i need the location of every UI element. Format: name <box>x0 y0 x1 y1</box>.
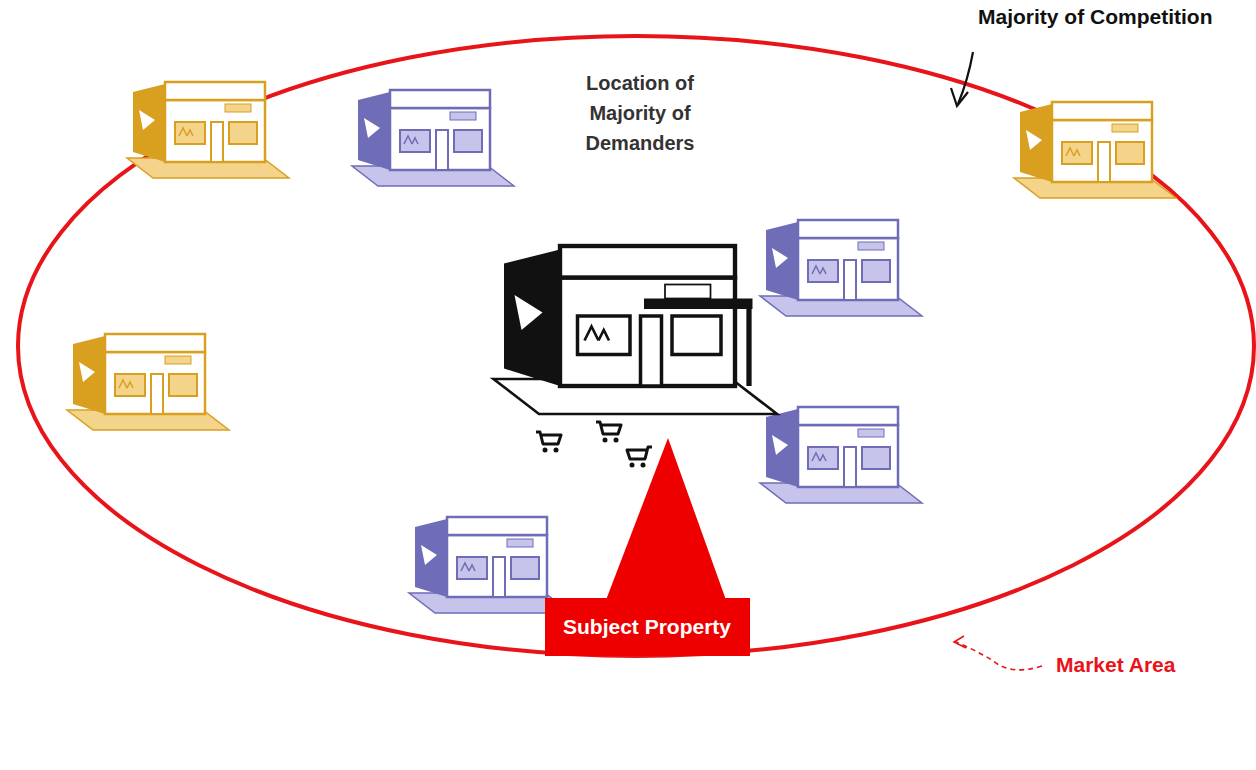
market-area-outline <box>18 36 1254 656</box>
shopping-cart-icon <box>596 422 621 443</box>
shopping-cart-icon <box>627 447 652 468</box>
competitor-store-icon <box>67 334 229 430</box>
callout-wedge <box>606 438 726 600</box>
arrowhead <box>954 636 966 648</box>
arrowhead <box>951 88 968 106</box>
market-area-label: Market Area <box>1056 650 1246 680</box>
shopping-cart-icon <box>536 432 561 453</box>
competitor-store-icon <box>760 407 922 503</box>
competitor-store-icon <box>1014 102 1176 198</box>
competitor-store-icon <box>760 220 922 316</box>
subject-store-icon <box>494 246 778 414</box>
dashed-leader <box>956 642 1042 670</box>
competition-label: Majority of Competition <box>978 2 1250 32</box>
competitor-store-icon <box>352 90 514 186</box>
callout-text: Subject Property <box>563 615 731 639</box>
callout-box: Subject Property <box>545 598 750 656</box>
competitor-store-icon <box>127 82 289 178</box>
demand-location-label: Location of Majority of Demanders <box>565 68 715 158</box>
